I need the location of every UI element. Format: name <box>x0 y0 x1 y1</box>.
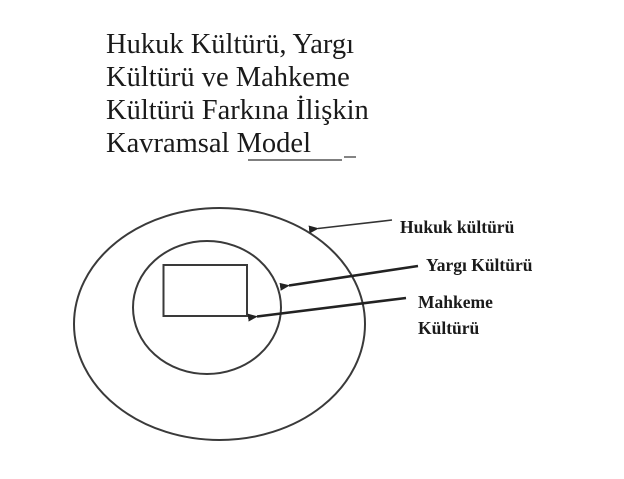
title-line-2: Kültürü ve Mahkeme <box>106 62 350 93</box>
title-line-1: Hukuk Kültürü, Yargı <box>106 29 355 60</box>
label-judicial-culture: Yargı Kültürü <box>426 255 533 275</box>
title-line-3: Kültürü Farkına İlişkin <box>106 95 369 126</box>
arrow-to-rectangle <box>247 296 407 322</box>
label-court-culture-line-2: Kültürü <box>418 318 480 338</box>
outer-ellipse-legal-culture <box>73 207 366 441</box>
label-court-culture: Mahkeme Kültürü <box>418 289 493 341</box>
inner-ellipse-judicial-culture <box>132 240 282 375</box>
diagram-title: Hukuk Kültürü, Yargı Kültürü ve Mahkeme … <box>106 28 369 160</box>
label-legal-culture: Hukuk kültürü <box>400 217 515 237</box>
label-court-culture-line-1: Mahkeme <box>418 292 493 312</box>
arrow-to-inner-ellipse <box>279 264 419 291</box>
arrow-to-outer-ellipse <box>308 219 393 234</box>
rectangle-court-culture <box>162 264 248 317</box>
title-line-4: Kavramsal Model <box>106 128 311 159</box>
